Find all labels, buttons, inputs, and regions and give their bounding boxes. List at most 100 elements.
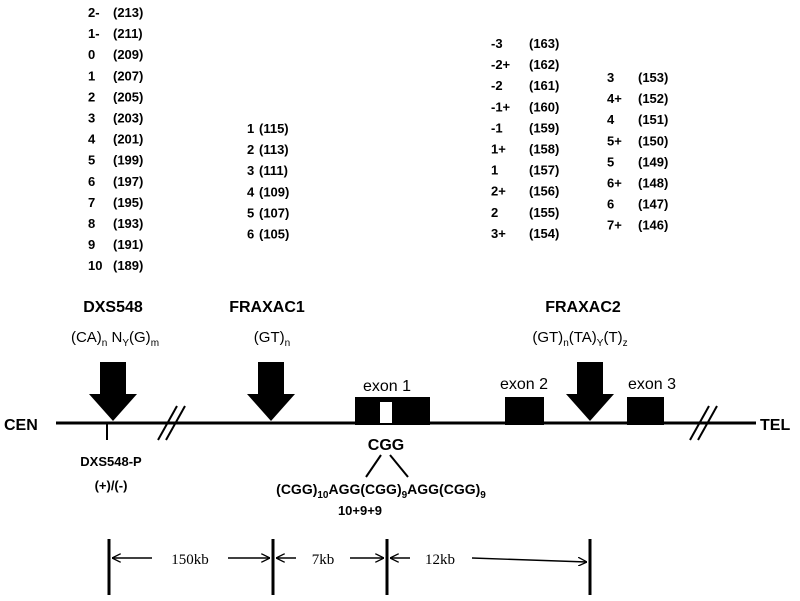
allele-code: 10 — [88, 258, 102, 273]
exon-3-box — [627, 397, 664, 425]
allele-code: 6 — [607, 197, 614, 212]
allele-size: (197) — [113, 174, 143, 189]
allele-code: 0 — [88, 47, 95, 62]
fraxac1-repeat-formula: (GT)n — [254, 329, 290, 349]
allele-code: 2 — [88, 89, 95, 104]
allele-size: (105) — [259, 227, 289, 242]
allele-size: (213) — [113, 5, 143, 20]
exon-2-box — [505, 397, 544, 425]
centromere-label: CEN — [4, 417, 38, 434]
allele-size: (107) — [259, 205, 289, 220]
allele-code: 1 — [491, 163, 498, 178]
allele-size: (163) — [529, 36, 559, 51]
allele-code: 4+ — [607, 91, 622, 106]
distance-label-7kb: 7kb — [312, 552, 335, 568]
allele-code: 8 — [88, 216, 95, 231]
allele-size: (111) — [259, 163, 288, 178]
cgg-repeat-gap — [380, 402, 392, 423]
allele-code: 3 — [247, 163, 254, 178]
allele-code: 4 — [607, 112, 615, 127]
allele-size: (207) — [113, 68, 143, 83]
allele-size: (160) — [529, 99, 559, 114]
allele-code: 7 — [88, 195, 95, 210]
exon-1-label: exon 1 — [363, 378, 411, 395]
allele-code: 2+ — [491, 184, 506, 199]
allele-size: (147) — [638, 197, 668, 212]
fraxac2-repeat-formula: (GT)n(TA)Y(T)z — [532, 329, 627, 349]
allele-size: (191) — [113, 237, 143, 252]
allele-size: (159) — [529, 120, 559, 135]
allele-size: (189) — [113, 258, 143, 273]
allele-code: 2 — [247, 142, 254, 157]
allele-code: -1+ — [491, 99, 511, 114]
exon-3-label: exon 3 — [628, 376, 676, 393]
fraxac1-marker-name: FRAXAC1 — [229, 299, 305, 316]
allele-code: 5+ — [607, 133, 622, 148]
allele-code: 1 — [247, 121, 254, 136]
allele-size: (149) — [638, 154, 668, 169]
allele-code: 7+ — [607, 218, 622, 233]
exon-2-label: exon 2 — [500, 376, 548, 393]
allele-size: (148) — [638, 176, 668, 191]
cgg-branch-right — [389, 454, 409, 478]
dxs548-repeat-formula: (CA)n NY(G)m — [71, 329, 159, 349]
allele-code: 2 — [491, 205, 498, 220]
cgg-branch-left — [365, 454, 382, 478]
dxs548p-state: (+)/(-) — [95, 478, 128, 493]
allele-code: 1+ — [491, 142, 506, 157]
allele-code: 5 — [88, 153, 95, 168]
allele-size: (109) — [259, 184, 289, 199]
allele-size: (199) — [113, 153, 143, 168]
cgg-repeat-structure: (CGG)10AGG(CGG)9AGG(CGG)9 — [276, 481, 486, 501]
allele-code: 6 — [88, 174, 95, 189]
allele-size: (152) — [638, 91, 668, 106]
fraxac1-position-arrow — [247, 362, 295, 421]
allele-code: 6+ — [607, 176, 622, 191]
allele-size: (161) — [529, 78, 559, 93]
fraxac1-allele-table: 1(115)2(113)3(111)4(109)5(107)6(105) — [247, 121, 289, 242]
fraxac2-allele-table-left: -3(163)-2+(162)-2(161)-1+(160)-1(159)1+(… — [491, 36, 559, 241]
allele-size: (146) — [638, 218, 668, 233]
cgg-title: CGG — [368, 437, 404, 454]
allele-code: -3 — [491, 36, 503, 51]
allele-size: (195) — [113, 195, 143, 210]
fraxac2-allele-table-right: 3(153)4+(152)4(151)5+(150)5(149)6+(148)6… — [607, 70, 668, 233]
allele-size: (156) — [529, 184, 559, 199]
distance-label-12kb: 12kb — [425, 552, 455, 568]
dxs548-position-arrow — [89, 362, 137, 421]
allele-code: 5 — [247, 205, 254, 220]
allele-code: 9 — [88, 237, 95, 252]
allele-size: (201) — [113, 132, 143, 147]
allele-size: (158) — [529, 142, 559, 157]
right-break-mark — [689, 405, 718, 441]
allele-code: 4 — [88, 132, 96, 147]
allele-code: -1 — [491, 120, 503, 135]
left-break-mark — [157, 405, 186, 441]
allele-code: 3 — [88, 111, 95, 126]
allele-size: (193) — [113, 216, 143, 231]
allele-code: 1 — [88, 68, 95, 83]
allele-size: (113) — [259, 142, 289, 157]
allele-size: (205) — [113, 89, 143, 104]
fraxac2-position-arrow — [566, 362, 614, 421]
cgg-repeat-summary: 10+9+9 — [338, 503, 382, 518]
telomere-label: TEL — [760, 417, 790, 434]
allele-code: 5 — [607, 154, 614, 169]
allele-size: (211) — [113, 26, 143, 41]
allele-code: 3 — [607, 70, 614, 85]
allele-size: (154) — [529, 226, 559, 241]
exon-1-box — [355, 397, 430, 425]
distance-scale: 150kb 7kb 12kb — [107, 539, 592, 595]
allele-code: 4 — [247, 184, 255, 199]
dxs548p-name: DXS548-P — [80, 454, 142, 469]
allele-code: 2- — [88, 5, 100, 20]
dxs548-marker-name: DXS548 — [83, 299, 143, 316]
distance-label-150kb: 150kb — [171, 552, 209, 568]
scale-arrow-3-right — [471, 558, 587, 562]
allele-size: (155) — [529, 205, 559, 220]
allele-size: (151) — [638, 112, 668, 127]
fraxac2-marker-name: FRAXAC2 — [545, 299, 621, 316]
allele-size: (153) — [638, 70, 668, 85]
allele-code: 3+ — [491, 226, 506, 241]
